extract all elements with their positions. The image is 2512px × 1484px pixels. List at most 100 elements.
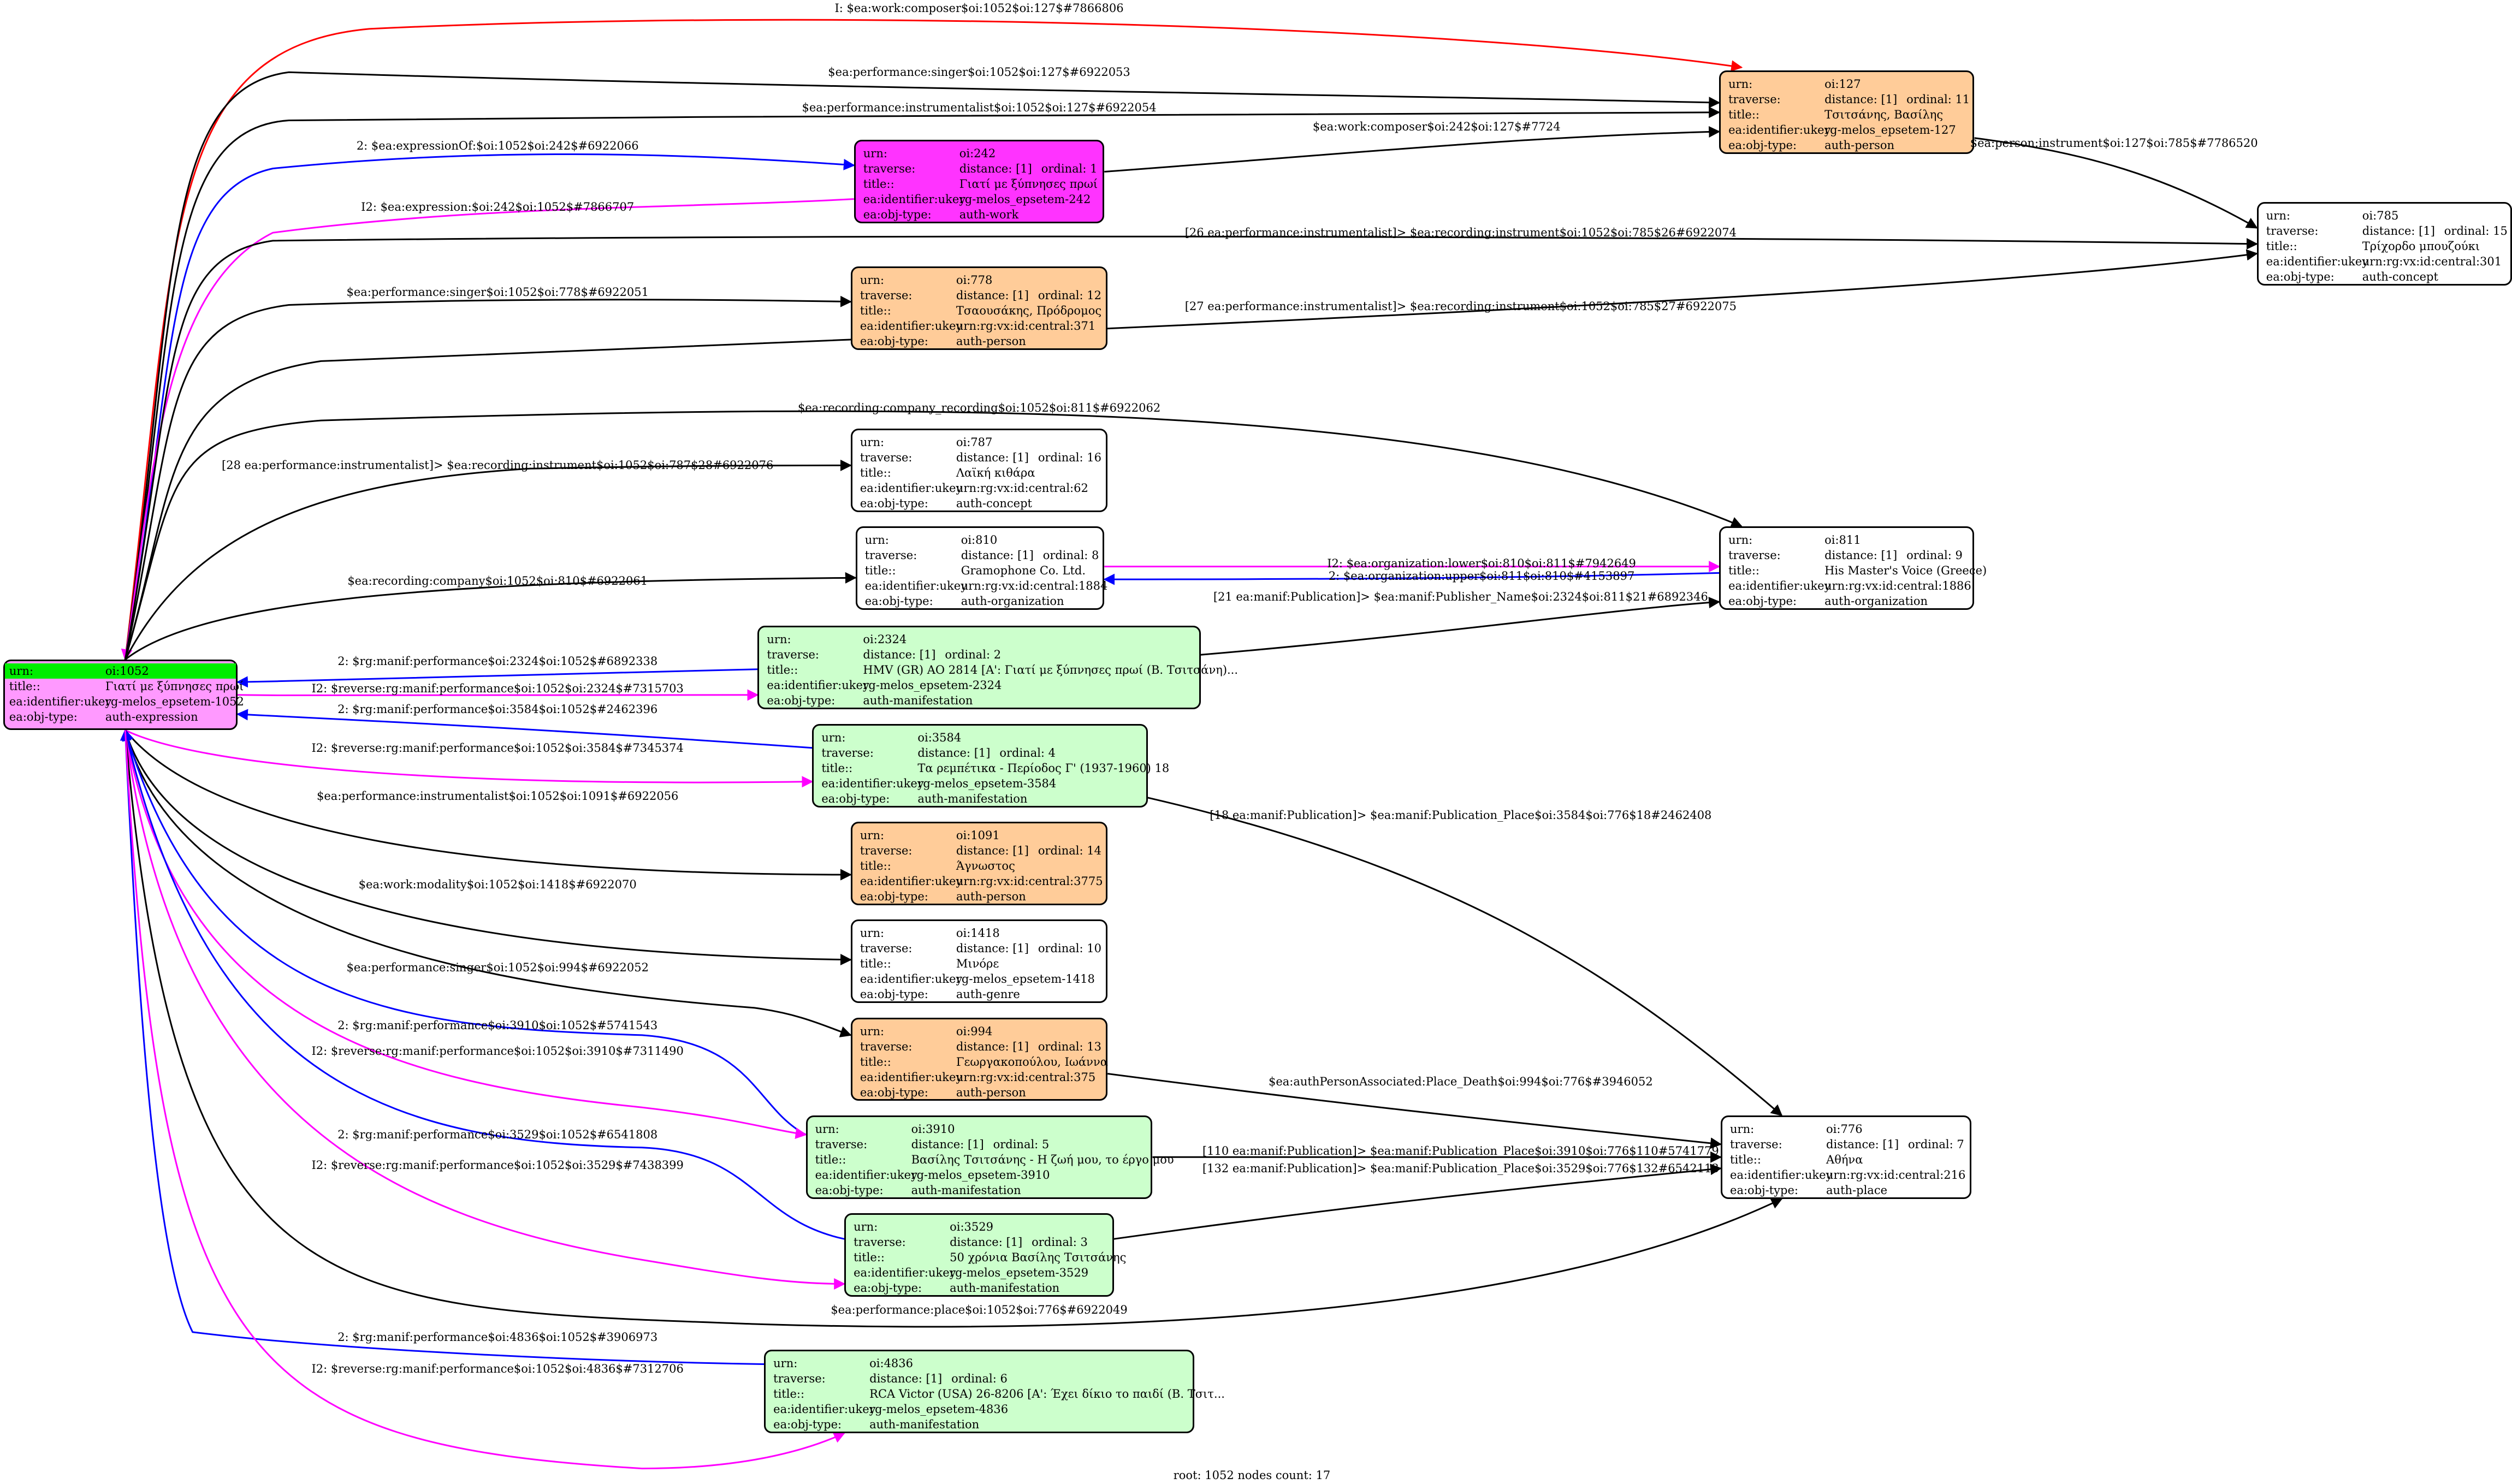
node-ukey-key: ea:identifier:ukey [1728,123,1831,137]
node-title-key: title:: [860,957,891,971]
edge-2 [124,106,1721,660]
node-title-row: title::Γιατί με ξύπνησες πρωί [863,176,1098,192]
node-ordinal: ordinal: 3 [1032,1236,1088,1249]
node-ukey-key: ea:identifier:ukey [821,776,924,790]
node-traverse-row: traverse:distance: [1]ordinal: 5 [815,1137,1144,1152]
node-ukey-value: rg-melos_epsetem-4836 [869,1403,1009,1416]
node-traverse-row: traverse:distance: [1]ordinal: 12 [860,288,1101,303]
node-type-row: ea:obj-type:auth-work [863,207,1095,222]
node-type-value: auth-manifestation [917,792,1028,805]
node-traverse-value: distance: [1]ordinal: 6 [869,1371,1185,1386]
node-traverse-value: distance: [1]ordinal: 3 [950,1234,1105,1250]
node-ukey-key: ea:identifier:ukey [854,1266,956,1280]
edge-5 [121,198,854,661]
node-distance: distance: [1] [911,1137,984,1151]
node-ordinal: ordinal: 8 [1042,549,1099,562]
node-field-key: ea:obj-type: [9,710,78,724]
node-urn-key: urn: [2266,209,2290,223]
node-title-key: title:: [854,1251,885,1265]
edge-label-17: I2: $reverse:rg:manif:performance$oi:105… [311,682,684,695]
node-type-row: ea:obj-type:auth-manifestation [773,1417,1185,1432]
node-title-key: title:: [1730,1153,1761,1166]
edge-32 [120,729,765,1365]
node-traverse-value: distance: [1]ordinal: 11 [1824,92,1970,107]
node-urn-row: urn:oi:3584 [821,730,1138,745]
node-title-row: title::His Master's Voice (Greece) [1728,563,1987,578]
node-urn-row: urn:oi:778 [860,272,1098,288]
node-type-row: ea:obj-type:auth-concept [860,496,1098,511]
node-type-value: auth-organization [1824,595,1928,608]
node-urn-row: urn:oi:776 [1730,1121,1962,1137]
node-title-row: title::HMV (GR) AO 2814 [Α': Γιατί με ξύ… [767,662,1238,678]
node-ukey-key: ea:identifier:ukey [860,319,963,333]
node-field-value: auth-expression [105,710,198,724]
node-ukey-value: rg-melos_epsetem-242 [959,192,1091,206]
edge-22 [124,729,852,966]
edge-label-12: $ea:recording:company$oi:1052$oi:810$#69… [347,574,648,588]
node-title-row: title::Βασίλης Τσιτσάνης - Η ζωή μου, το… [815,1152,1174,1167]
node-urn-key: urn: [860,435,885,449]
node-title-row: title::RCA Victor (USA) 26-8206 [Α': Έχε… [773,1386,1225,1402]
node-ukey-value: urn:rg:vx:id:central:216 [1826,1168,1966,1182]
node-traverse-key: traverse: [860,942,913,955]
node-title-key: title:: [1728,564,1759,578]
node-title-value: Γιατί με ξύπνησες πρωί [959,177,1098,191]
node-urn-value: oi:242 [959,146,996,160]
node-urn-key: urn: [773,1357,798,1370]
edge-label-26: $ea:authPersonAssociated:Place_Death$oi:… [1268,1075,1653,1089]
node-traverse-row: traverse:distance: [1]ordinal: 8 [865,548,1099,563]
node-title-value: Άγνωστος [956,859,1015,872]
node-title-key: title:: [860,466,891,479]
node-type-value: auth-work [959,207,1019,221]
node-ukey-key: ea:identifier:ukey [864,579,968,593]
node-type-key: ea:obj-type: [1730,1183,1798,1197]
node-field-value: rg-melos_epsetem-1052 [105,695,244,709]
node-type-row: ea:obj-type:auth-manifestation [854,1280,1105,1296]
node-traverse-key: traverse: [860,450,913,464]
node-traverse-key: traverse: [767,648,819,662]
node-type-value: auth-manifestation [950,1281,1060,1295]
node-title-key: title:: [860,1055,891,1069]
node-ordinal: ordinal: 11 [1906,93,1970,106]
node-urn-row: urn:oi:127 [1728,76,1965,92]
edge-label-10: $ea:recording:company_recording$oi:1052$… [797,401,1161,414]
node-type-key: ea:obj-type: [2266,270,2335,284]
node-ukey-value: urn:rg:vx:id:central:371 [956,319,1096,333]
edge-16 [236,668,758,688]
node-urn-key: urn: [1730,1122,1755,1136]
node-distance: distance: [1] [863,648,936,662]
node-title-key: title:: [767,663,798,677]
edge-label-2: $ea:performance:instrumentalist$oi:1052$… [802,100,1157,114]
edge-24 [122,729,807,1136]
node-ukey-value: urn:rg:vx:id:central:1884 [961,579,1108,593]
node-distance: distance: [1] [917,746,991,759]
node-title-value: Gramophone Co. Ltd. [961,564,1086,578]
node-title-row: title::Τα ρεμπέτικα - Περίοδος Γ' (1937-… [821,761,1169,776]
node-type-value: auth-person [956,889,1026,903]
edge-label-23: $ea:performance:singer$oi:1052$oi:994$#6… [346,961,649,975]
node-type-value: auth-place [1826,1183,1888,1197]
edge-label-31: $ea:performance:place$oi:1052$oi:776$#69… [831,1303,1128,1316]
